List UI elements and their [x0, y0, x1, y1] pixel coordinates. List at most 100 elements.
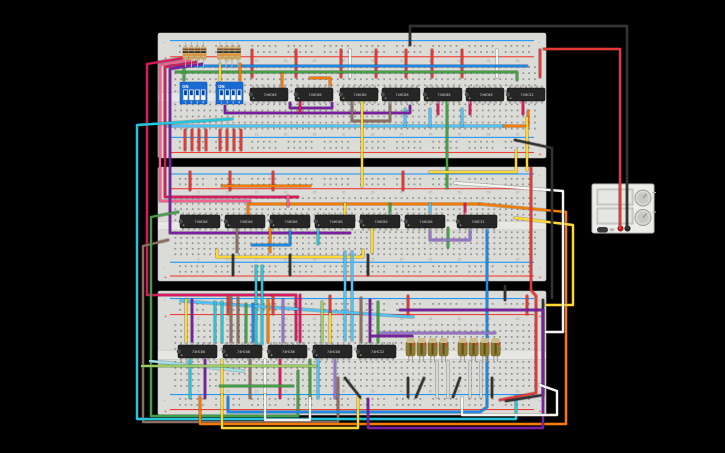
resistor-band: [223, 53, 229, 56]
wire-violet[interactable]: [428, 228, 472, 242]
dip-slider-nub[interactable]: [225, 95, 229, 100]
wire-green[interactable]: [149, 210, 300, 418]
ic-pin: [207, 342, 210, 346]
wire-blue[interactable]: [250, 228, 292, 247]
wire-teal[interactable]: [135, 117, 518, 421]
ic-chip[interactable]: 74HC32: [355, 342, 397, 361]
column-label: 20: [284, 317, 288, 321]
led[interactable]: [438, 338, 449, 362]
wire-white[interactable]: [453, 181, 565, 334]
column-label: 60: [516, 132, 520, 136]
led[interactable]: [416, 338, 427, 362]
dip-slider-nub[interactable]: [201, 95, 205, 100]
led[interactable]: [479, 338, 490, 362]
resistor-band: [200, 56, 207, 59]
wire-purple[interactable]: [288, 101, 334, 110]
ic-chip[interactable]: 74HC08: [380, 85, 421, 104]
resistor[interactable]: [235, 42, 241, 67]
wire-magenta[interactable]: [163, 60, 300, 199]
wire-black[interactable]: [451, 376, 462, 399]
ic-chip[interactable]: 74HC86: [422, 85, 463, 104]
dip-slider-nub[interactable]: [231, 95, 235, 100]
led[interactable]: [468, 338, 479, 362]
resistor[interactable]: [217, 42, 223, 67]
wire-black[interactable]: [343, 376, 362, 399]
ic-chip[interactable]: 74HC08: [248, 85, 289, 104]
ic-chip[interactable]: 74HC86: [358, 212, 401, 231]
ic-pin: [268, 85, 270, 89]
wire-orange[interactable]: [308, 76, 332, 89]
pin1-dot: [384, 97, 387, 100]
ic-chip[interactable]: 74HC86: [268, 212, 311, 231]
wire-yellow[interactable]: [513, 216, 575, 307]
resistor[interactable]: [182, 42, 189, 67]
ic-chip[interactable]: 74HC08: [403, 212, 446, 231]
wire-red[interactable]: [498, 166, 538, 402]
ic-chip[interactable]: 74HC86: [266, 342, 308, 361]
dip-slider-nub[interactable]: [189, 95, 193, 100]
resistor[interactable]: [194, 42, 201, 67]
ic-pin: [484, 100, 486, 104]
dip-slider-nub[interactable]: [195, 95, 199, 100]
wire-black[interactable]: [414, 376, 426, 399]
ic-pin: [247, 342, 249, 346]
ic-chip[interactable]: 74HC32: [455, 212, 498, 231]
dip-slider-nub[interactable]: [237, 95, 241, 100]
column-label: 20: [284, 191, 288, 195]
wire-red[interactable]: [542, 47, 622, 230]
wire-black[interactable]: [513, 138, 554, 300]
ic-chip[interactable]: 74HC08: [313, 212, 356, 231]
ic-pin: [247, 357, 249, 361]
wire-yellow[interactable]: [428, 149, 518, 174]
ic-chip[interactable]: 74HC32: [505, 85, 546, 104]
led[interactable]: [405, 338, 416, 362]
wire-purple[interactable]: [366, 308, 545, 430]
ic-chip[interactable]: 74HC08: [311, 342, 353, 361]
ic-chip[interactable]: 74HC08: [293, 85, 334, 104]
resistor-band: [217, 56, 223, 59]
resistor[interactable]: [223, 42, 229, 67]
ic-chip[interactable]: 74HC08: [178, 212, 221, 231]
ic-pin: [289, 227, 291, 231]
ic-chip[interactable]: 74HC08: [221, 342, 263, 361]
wire-purple[interactable]: [223, 104, 412, 115]
ic-chip[interactable]: 74HC08: [223, 212, 266, 231]
dip-slider-nub[interactable]: [219, 95, 224, 100]
wire-black[interactable]: [408, 24, 629, 230]
led-anode-dot: [464, 343, 467, 346]
ic-pin: [278, 100, 281, 104]
wire-green[interactable]: [174, 70, 519, 82]
ic-chip[interactable]: 74HC86: [176, 342, 218, 361]
ic-pin: [307, 85, 310, 89]
led[interactable]: [427, 338, 438, 362]
resistor[interactable]: [188, 42, 195, 67]
ic-label: 74HC08: [240, 220, 253, 224]
wire-white[interactable]: [460, 383, 559, 417]
power-supply[interactable]: [591, 183, 656, 234]
ic-pin: [262, 85, 265, 89]
rail-minus-marker: -: [164, 265, 166, 271]
ic-pin: [334, 227, 336, 231]
wire-sky[interactable]: [179, 299, 415, 319]
resistor[interactable]: [200, 42, 207, 67]
ic-chip[interactable]: 74HC08: [464, 85, 505, 104]
ic-pin: [345, 212, 348, 216]
power-button[interactable]: [597, 227, 608, 233]
wire-white[interactable]: [263, 393, 312, 422]
resistor[interactable]: [229, 42, 235, 67]
led[interactable]: [457, 338, 468, 362]
wire-brown[interactable]: [350, 99, 392, 123]
wire-orange[interactable]: [198, 202, 568, 426]
wire-pink[interactable]: [158, 58, 252, 203]
led[interactable]: [490, 338, 501, 362]
ic-pin: [268, 100, 270, 104]
wire-yellow[interactable]: [220, 393, 360, 430]
ic-pin: [207, 357, 210, 361]
ic-pin: [396, 212, 398, 216]
dip-slider-nub[interactable]: [183, 95, 188, 100]
ic-chip[interactable]: 74HC86: [338, 85, 379, 104]
column-label: 10: [226, 59, 230, 63]
